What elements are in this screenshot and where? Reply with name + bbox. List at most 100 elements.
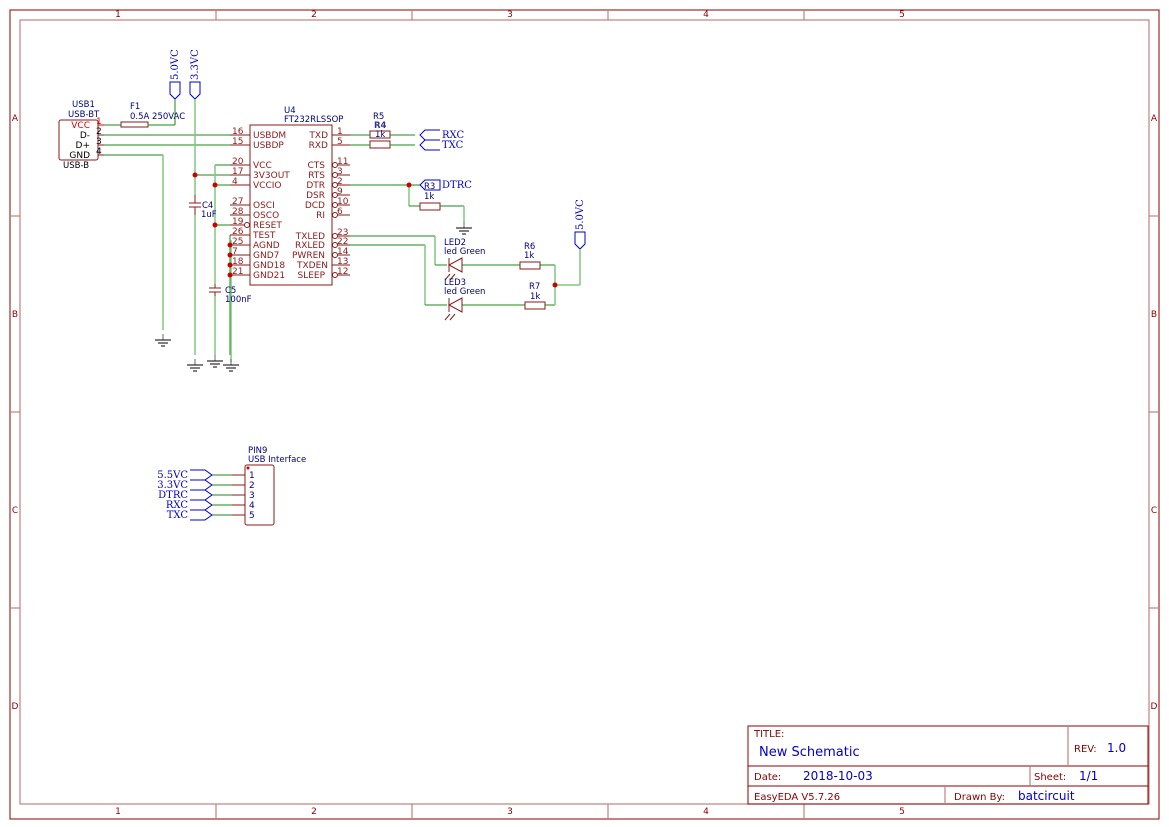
capacitor-c5[interactable]: C5 100nF	[209, 284, 252, 305]
svg-text:1k: 1k	[424, 192, 434, 202]
u4-pin-name: RXD	[309, 141, 328, 151]
u4-pin-number: 4	[232, 177, 238, 187]
usb1-footprint: USB-B	[63, 161, 89, 171]
led-led2[interactable]: LED2 led Green	[444, 238, 485, 281]
u4-pin-number: 25	[232, 237, 243, 247]
zone-column-label: 5	[899, 10, 905, 20]
ground-icon	[155, 334, 171, 347]
u4-pin-number: 11	[337, 157, 348, 167]
u4-pin-name: DSR	[306, 191, 325, 201]
u4-pin-number: 21	[232, 267, 243, 277]
pin9-pin-number: 4	[249, 501, 255, 511]
fuse-f1[interactable]: F1 0.5A 250VAC	[120, 102, 185, 128]
zone-row-label: C	[12, 506, 18, 516]
u4-pin-name: USBDM	[253, 131, 286, 141]
u4-pin-name: USBDP	[253, 141, 284, 151]
usb1-pin-name: VCC	[71, 121, 90, 131]
capacitor-c4[interactable]: C4 1uF	[189, 195, 217, 220]
drawn-by-label: Drawn By:	[954, 792, 1005, 803]
u4-pin-name: VCCIO	[253, 181, 281, 191]
junction-dot	[227, 252, 233, 258]
svg-text:U4: U4	[284, 106, 296, 116]
junction-dot	[212, 222, 218, 228]
svg-text:5.0VC: 5.0VC	[170, 49, 181, 80]
title-value: New Schematic	[759, 745, 860, 760]
u4-pin-name: RXLED	[295, 241, 325, 251]
rev-value: 1.0	[1107, 741, 1126, 755]
svg-text:R7: R7	[529, 282, 540, 292]
zone-row-label: C	[1151, 506, 1157, 516]
u4-pin-number: 1	[337, 127, 343, 137]
ground-symbols	[155, 222, 472, 372]
u4-pin-number: 17	[232, 167, 243, 177]
ground-icon	[187, 359, 203, 372]
wires-usb	[104, 99, 232, 362]
resistor-r7[interactable]: R7 1k	[524, 282, 546, 310]
usb1-pin-name: D+	[76, 141, 90, 151]
led-led3[interactable]: LED3 led Green	[444, 278, 485, 321]
u4-pin-name: TXD	[308, 131, 328, 141]
net-flag-5v-top[interactable]: 5.0VC	[169, 49, 181, 100]
net-flag-5v-led[interactable]: 5.0VC	[574, 199, 586, 250]
svg-text:DTRC: DTRC	[158, 490, 188, 501]
svg-text:R3: R3	[424, 182, 435, 192]
u4-pin-name: PWREN	[292, 251, 325, 261]
svg-text:RXC: RXC	[166, 500, 188, 511]
u4-pin-name: TEST	[252, 231, 276, 241]
u4-pin-number: 20	[232, 157, 244, 167]
zone-column-label: 3	[507, 10, 513, 20]
sheet-outer-border	[9, 9, 1160, 820]
usb1-ref: USB1	[72, 100, 95, 110]
u4-pin-number: 3	[337, 167, 343, 177]
svg-text:R6: R6	[524, 242, 535, 252]
u4-pin-name: AGND	[253, 241, 280, 251]
ground-icon	[456, 222, 472, 235]
zone-column-label: 2	[311, 807, 317, 817]
sheet-value: 1/1	[1079, 769, 1098, 783]
svg-text:3.3VC: 3.3VC	[190, 49, 201, 80]
u4-pin-name: DCD	[305, 201, 325, 211]
u4-pin-name: CTS	[308, 161, 326, 171]
junction-dot	[212, 182, 218, 188]
svg-text:RXC: RXC	[442, 130, 464, 141]
u4-pin-number: 6	[337, 207, 343, 217]
junction-dot	[406, 182, 412, 188]
usb1-pin-number: 1	[96, 117, 102, 127]
svg-text:TXC: TXC	[442, 140, 464, 151]
svg-text:3.3VC: 3.3VC	[157, 480, 188, 491]
zone-row-label: D	[12, 702, 19, 712]
drawn-by-value: batcircuit	[1018, 789, 1075, 803]
u4-pin-name: SLEEP	[297, 271, 325, 281]
resistor-r3[interactable]: R3 1k	[419, 182, 441, 211]
junction-dots	[192, 172, 558, 288]
junction-dot	[552, 282, 558, 288]
junction-dot	[227, 262, 233, 268]
resistor-r5[interactable]: R5 R4 1k	[369, 112, 391, 149]
u4-pin-name: GND18	[253, 261, 285, 271]
u4-pin-name: RTS	[308, 171, 325, 181]
net-flag-dtrc[interactable]: DTRC	[419, 179, 472, 191]
rev-label: REV:	[1074, 744, 1097, 755]
net-flag-header[interactable]: TXC	[167, 509, 213, 521]
net-flag-3v3-top[interactable]: 3.3VC	[189, 49, 201, 100]
zone-row-label: A	[12, 114, 19, 124]
junction-dot	[227, 272, 233, 278]
sheet-label: Sheet:	[1034, 772, 1066, 783]
svg-text:led Green: led Green	[444, 287, 485, 297]
u4-pin-name: GND7	[253, 251, 279, 261]
svg-text:TXC: TXC	[167, 510, 189, 521]
title-block: TITLE: New Schematic REV: 1.0 Date: 2018…	[747, 725, 1149, 805]
header-pin9[interactable]: PIN9 USB Interface 15.5VC23.3VC3DTRC4RXC…	[157, 446, 306, 526]
resistor-r6[interactable]: R6 1k	[519, 242, 541, 270]
net-flag-txc[interactable]: TXC	[419, 139, 464, 151]
u4-pin-name: DTR	[306, 181, 325, 191]
u4-pin-number: 10	[337, 197, 349, 207]
u4-pin-number: 16	[232, 127, 244, 137]
zone-row-label: B	[12, 310, 18, 320]
svg-text:0.5A 250VAC: 0.5A 250VAC	[130, 112, 185, 122]
u4-pin-number: 13	[337, 257, 348, 267]
ground-icon	[223, 359, 239, 372]
